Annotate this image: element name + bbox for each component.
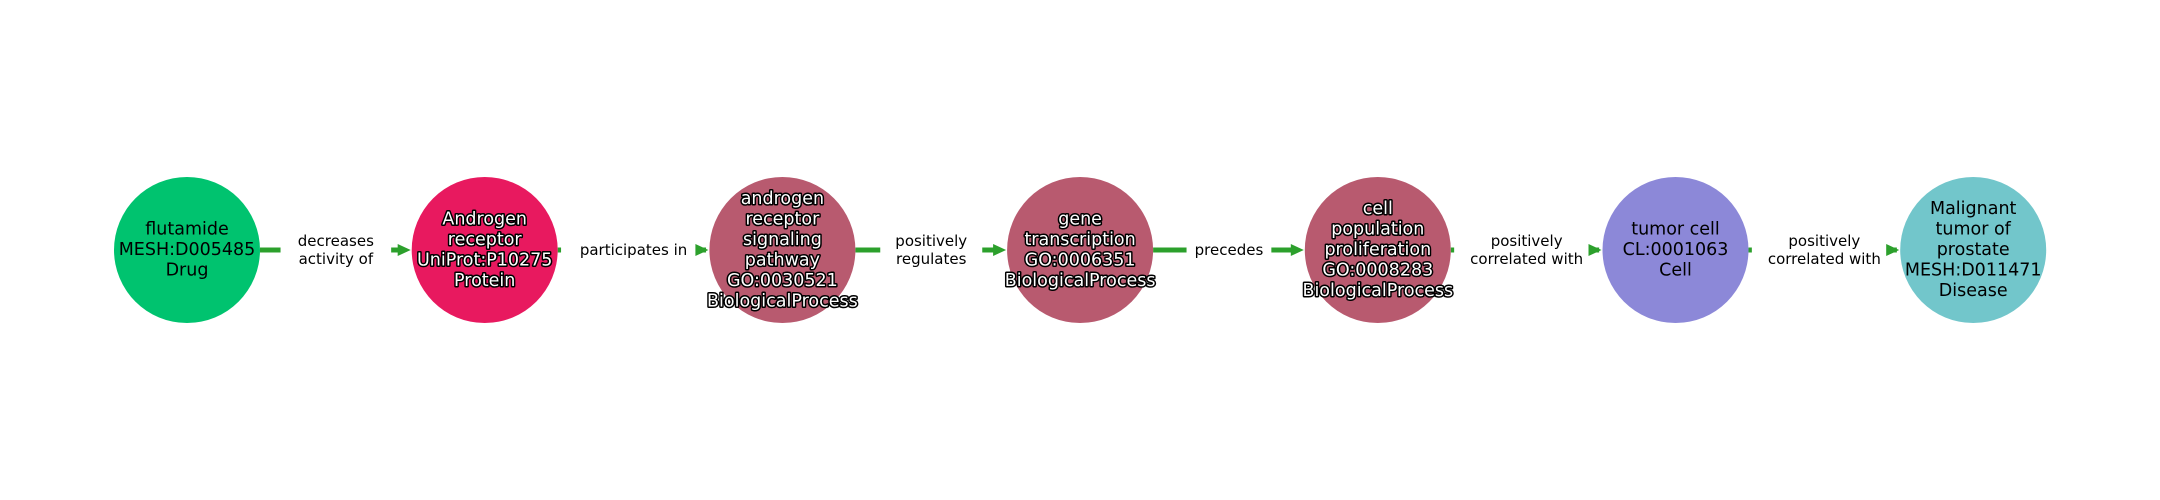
node-label: population (1331, 220, 1424, 240)
node-label: UniProt:P10275 (417, 250, 553, 270)
graph-node[interactable]: cellpopulationproliferationGO:0008283Bio… (1301, 177, 1455, 323)
edge: precedes (1153, 241, 1304, 259)
node-label: Protein (454, 271, 515, 291)
node-circle (1900, 177, 2047, 323)
node-label: receptor (448, 230, 523, 250)
node-label: GO:0030521 (727, 271, 838, 291)
node-label: tumor of (1936, 220, 2012, 240)
edge-label: positively (1788, 232, 1860, 250)
graph-node[interactable]: androgenreceptorsignalingpathwayGO:00305… (706, 177, 859, 323)
arrowhead-icon (1886, 244, 1900, 256)
edge-label: participates in (580, 241, 687, 259)
node-circle (709, 177, 856, 323)
node-label: Disease (1939, 281, 2008, 301)
edge-label: correlated with (1470, 250, 1583, 268)
arrowhead-icon (1588, 244, 1602, 256)
edge-label: regulates (896, 250, 967, 268)
node-circle (1304, 177, 1451, 323)
node-label: cell (1363, 199, 1393, 219)
node-label: CL:0001063 (1623, 240, 1729, 260)
edge-label: positively (895, 232, 967, 250)
edge-label: precedes (1195, 241, 1264, 259)
node-label: pathway (745, 250, 820, 270)
node-label: gene (1058, 209, 1102, 229)
arrowhead-icon (397, 244, 411, 256)
node-label: prostate (1937, 240, 2010, 260)
arrowhead-icon (695, 244, 709, 256)
node-label: GO:0006351 (1025, 250, 1136, 270)
node-label: flutamide (145, 220, 228, 240)
node-label: BiologicalProcess (707, 291, 858, 311)
node-circle (114, 177, 260, 323)
node-label: transcription (1024, 230, 1135, 250)
node-label: receptor (745, 209, 820, 229)
node-circle (411, 177, 558, 323)
edge-label: positively (1491, 232, 1563, 250)
edge-label: decreases (298, 232, 374, 250)
arrowhead-icon (993, 244, 1007, 256)
node-label: proliferation (1324, 240, 1431, 260)
node-label: Androgen (442, 209, 527, 229)
node-label: BiologicalProcess (1302, 281, 1453, 301)
node-label: Cell (1659, 261, 1692, 281)
node-label: Drug (166, 261, 209, 281)
node-circle (1007, 177, 1154, 323)
arrowhead-icon (1290, 244, 1304, 256)
node-label: androgen (741, 189, 824, 209)
node-label: GO:0008283 (1322, 261, 1433, 281)
edge: participates in (557, 241, 709, 259)
node-label: BiologicalProcess (1005, 271, 1156, 291)
node-circle (1602, 177, 1749, 323)
node-label: MESH:D005485 (119, 240, 256, 260)
graph-node[interactable]: genetranscriptionGO:0006351BiologicalPro… (1003, 177, 1157, 323)
edge-label: correlated with (1768, 250, 1881, 268)
node-label: Malignant (1930, 199, 2017, 219)
edge-label: activity of (299, 250, 374, 268)
node-label: tumor cell (1631, 220, 1720, 240)
node-label: signaling (743, 230, 822, 250)
node-label: MESH:D011471 (1905, 261, 2042, 281)
